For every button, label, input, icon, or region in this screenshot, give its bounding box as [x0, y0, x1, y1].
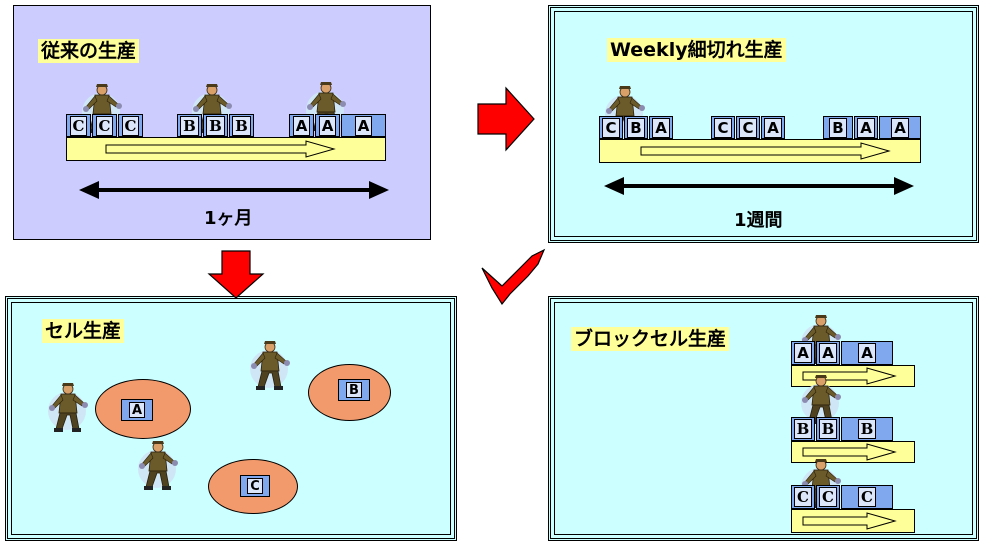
product-box: A	[854, 116, 878, 139]
worker-icon	[249, 340, 291, 391]
conveyor-belt	[66, 137, 386, 161]
double-arrow-icon	[604, 177, 914, 195]
panel-weekly: Weekly細切れ生産 C B A C C A B A A 1週間	[548, 5, 979, 243]
product-box: A	[761, 116, 785, 139]
cell-product-box: A	[121, 399, 153, 421]
conveyor-belt	[791, 441, 915, 463]
product-box: B	[841, 417, 893, 441]
panel-traditional: 従来の生産 C C C B B B A A A 1ヶ月	[13, 5, 431, 240]
product-box: C	[92, 114, 117, 137]
conveyor-arrow-icon	[802, 512, 897, 530]
panel-title: 従来の生産	[38, 39, 140, 63]
product-box: C	[736, 116, 760, 139]
product-box: A	[649, 116, 673, 139]
panel-title: Weekly細切れ生産	[607, 38, 786, 62]
product-box: C	[66, 114, 91, 137]
conveyor-arrow-icon	[802, 443, 897, 461]
product-box: B	[823, 116, 853, 139]
product-box: B	[177, 114, 202, 137]
panel-title: ブロックセル生産	[571, 327, 730, 351]
panel-title: セル生産	[42, 319, 125, 343]
product-box: A	[341, 114, 386, 137]
product-box: B	[203, 114, 228, 137]
product-box: A	[816, 341, 840, 365]
span-label: 1週間	[734, 210, 783, 231]
product-box: B	[791, 417, 815, 441]
worker-icon	[47, 382, 89, 433]
product-box: A	[879, 116, 921, 139]
span-label: 1ヶ月	[204, 208, 253, 229]
cell-product-box: B	[338, 379, 370, 401]
product-box: C	[118, 114, 143, 137]
conveyor-arrow-icon	[105, 140, 336, 158]
product-box: A	[289, 114, 314, 137]
conveyor-belt	[791, 509, 915, 533]
product-box: B	[229, 114, 254, 137]
panel-cell: セル生産 A B C	[5, 296, 457, 541]
product-box: C	[599, 116, 623, 139]
double-arrow-icon	[79, 181, 389, 199]
product-box: A	[841, 341, 893, 365]
conveyor-arrow-icon	[640, 142, 891, 160]
transition-arrow-icon	[477, 86, 535, 152]
transition-arrow-icon	[481, 248, 546, 306]
worker-icon	[137, 440, 179, 491]
product-box: C	[791, 485, 815, 509]
conveyor-belt	[599, 139, 921, 163]
product-box: C	[816, 485, 840, 509]
cell-product-box: C	[240, 475, 270, 497]
product-box: B	[816, 417, 840, 441]
panel-block-cell: ブロックセル生産 A A A B B B C C C	[548, 296, 979, 541]
product-box: C	[711, 116, 735, 139]
product-box: A	[791, 341, 815, 365]
product-box: B	[624, 116, 648, 139]
product-box: C	[841, 485, 893, 509]
transition-arrow-icon	[207, 250, 265, 299]
product-box: A	[315, 114, 340, 137]
